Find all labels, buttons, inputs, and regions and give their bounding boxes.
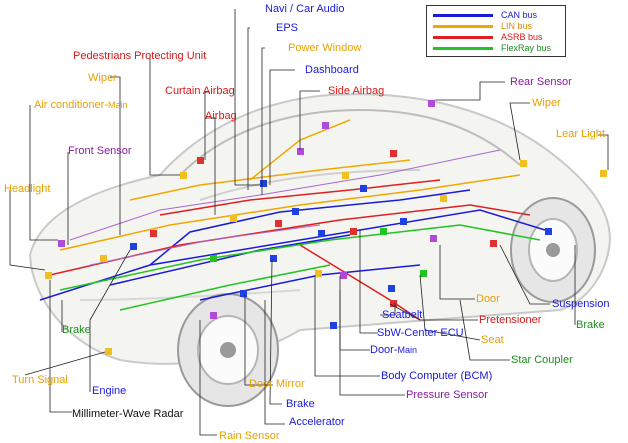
label-airbag: Airbag [205,110,237,122]
label-suspension: Suspension [552,298,610,310]
label-air-conditioner-main: Air conditioner-Main [34,99,128,112]
air-conditioner-text: Air conditioner- [34,99,108,111]
car-body [28,93,612,365]
can-bus-swatch [433,14,493,17]
legend-label: LIN bus [501,21,533,31]
label-brake-left: Brake [62,324,91,336]
label-eps: EPS [276,22,299,34]
misc-wires [69,149,501,266]
label-wiper-rear: Wiper [532,97,561,109]
ecu-nodes [45,100,607,355]
label-door-main: Door-Main [370,344,417,357]
front-wheel [177,293,279,407]
legend-item-lin: LIN bus [433,21,563,32]
label-rain-sensor: Rain Sensor [219,430,280,442]
bus-legend: CAN bus LIN bus ASRB bus FlexRay bus [426,5,566,57]
label-star-coupler: Star Coupler [511,354,573,366]
label-power-window: Power Window [288,42,362,54]
label-curtain-airbag: Curtain Airbag [165,85,235,97]
legend-label: CAN bus [501,10,538,20]
label-headlight: Headlight [4,183,51,195]
label-sbw-center-ecu: SbW-Center ECU [377,327,464,339]
label-door-right: Door [476,293,500,305]
label-front-sensor: Front Sensor [68,145,132,157]
legend-item-asrb: ASRB bus [433,32,563,43]
label-body-computer: Body Computer (BCM) [381,370,493,382]
label-brake-bottom: Brake [286,398,315,410]
legend-label: ASRB bus [501,32,543,42]
air-conditioner-suffix: Main [107,100,128,110]
label-dashboard: Dashboard [305,64,359,76]
label-turn-signal: Turn Signal [12,374,68,386]
label-door-mirror: Door Mirror [249,378,305,390]
legend-item-flexray: FlexRay bus [433,43,563,54]
label-pedestrians-protecting-unit: Pedestrians Protecting Unit [73,50,207,62]
flexray-bus-wires [59,224,541,311]
label-pressure-sensor: Pressure Sensor [406,389,488,401]
label-side-airbag: Side Airbag [328,85,385,97]
label-seatbelt: Seatbelt [382,309,423,321]
door-suffix: Main [397,345,418,355]
leader-lines [9,9,609,436]
label-wiper-front: Wiper [88,72,117,84]
label-rear-sensor: Rear Sensor [510,76,572,88]
label-brake-right: Brake [576,319,605,331]
label-engine: Engine [92,385,127,397]
flexray-bus-swatch [433,47,493,50]
label-pretensioner: Pretensioner [479,314,542,326]
rear-wheel [510,197,596,303]
legend-item-can: CAN bus [433,10,563,21]
asrb-bus-swatch [433,36,493,39]
label-navi-car-audio: Navi / Car Audio [265,3,345,15]
label-accelerator: Accelerator [289,416,345,428]
label-seat: Seat [481,334,504,346]
lin-bus-swatch [433,25,493,28]
label-lear-light: Lear Light [556,128,605,140]
door-text: Door- [370,344,398,356]
label-millimeter-wave-radar: Millimeter-Wave Radar [72,408,184,420]
legend-label: FlexRay bus [501,43,552,53]
